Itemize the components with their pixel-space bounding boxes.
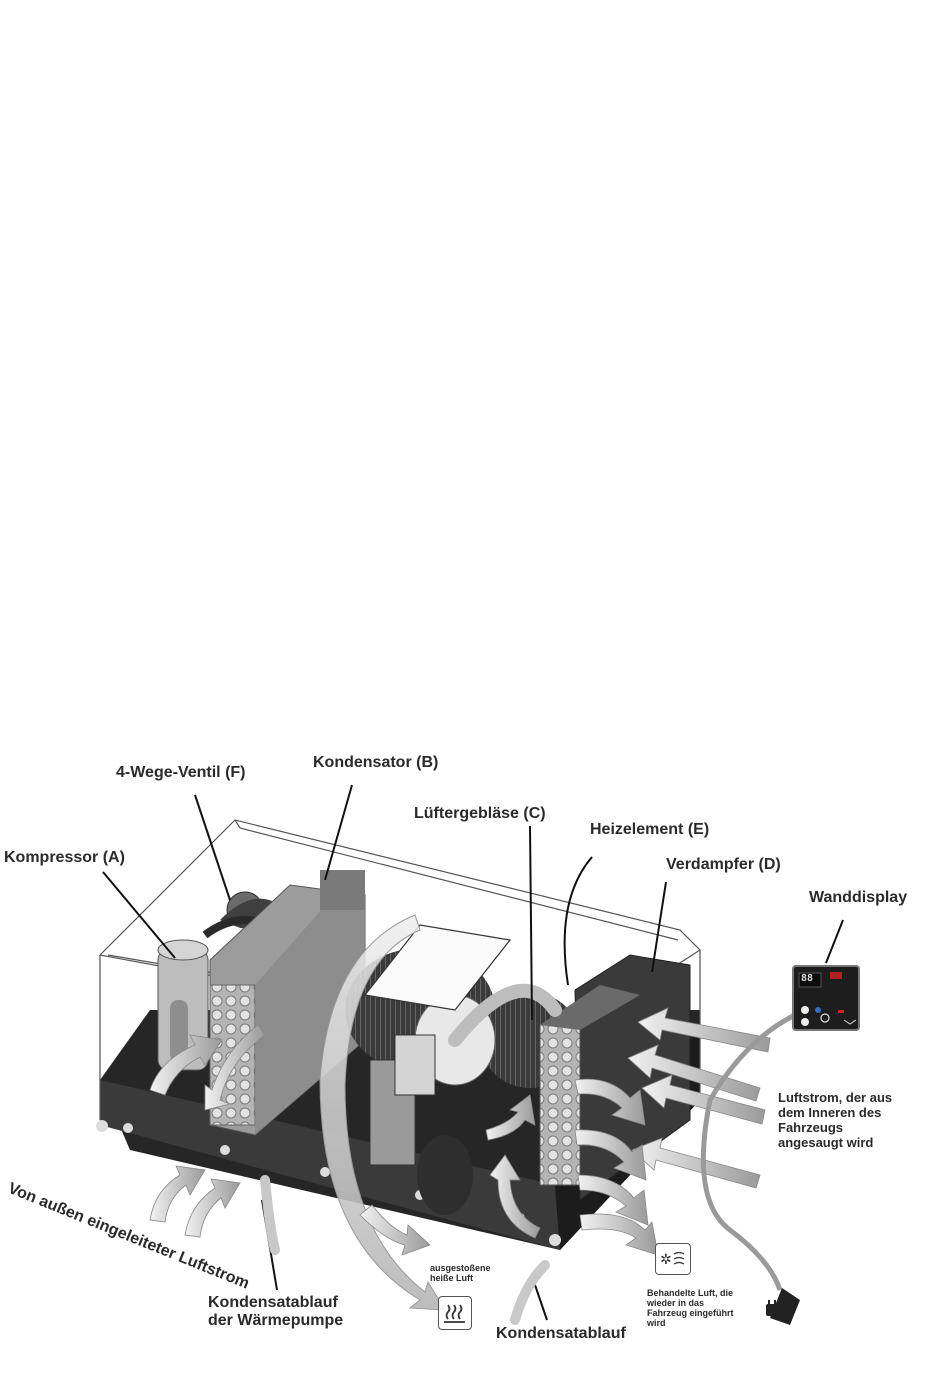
- label-behandelte-luft: Behandelte Luft, die wieder in das Fahrz…: [647, 1288, 734, 1328]
- label-behandelte-luft-line2: wieder in das: [647, 1298, 705, 1308]
- airflow-loop-arrow: [319, 914, 562, 1311]
- label-heizelement: Heizelement (E): [590, 821, 710, 838]
- label-luftstrom-innen-line3: Fahrzeugs: [778, 1120, 844, 1135]
- fan-snowflake-icon: ✲: [655, 1243, 691, 1275]
- label-kondensatablauf-wp-line2: der Wärmepumpe: [208, 1312, 344, 1329]
- label-heisse-luft-line2: heiße Luft: [430, 1273, 473, 1283]
- label-4-wege-ventil: 4-Wege-Ventil (F): [116, 764, 246, 781]
- label-kondensatablauf: Kondensatablauf: [496, 1325, 626, 1342]
- label-luftstrom-innen-line1: Luftstrom, der aus: [778, 1090, 893, 1105]
- label-wanddisplay: Wanddisplay: [809, 889, 908, 906]
- label-kondensator: Kondensator (B): [313, 754, 439, 771]
- label-heisse-luft: ausgestoßene heiße Luft: [430, 1263, 491, 1283]
- label-kondensatablauf-waermepumpe: Kondensatablauf der Wärmepumpe: [208, 1294, 343, 1330]
- label-verdampfer: Verdampfer (D): [666, 856, 781, 873]
- label-luftstrom-innen-line4: angesaugt wird: [778, 1135, 874, 1150]
- hot-air-exhaust-arrow: [359, 1204, 431, 1256]
- drain-hoses: [260, 1175, 550, 1325]
- label-behandelte-luft-line4: wird: [647, 1318, 666, 1328]
- leader-lines: [102, 784, 844, 1321]
- heat-waves-icon: [438, 1296, 472, 1330]
- wall-display: [792, 965, 860, 1031]
- outlet-arrows: [485, 1078, 659, 1256]
- power-plug-icon: [762, 1298, 782, 1318]
- label-lueftergeblaese: Lüftergebläse (C): [414, 805, 546, 822]
- outside-intake-arrows: [149, 1024, 266, 1238]
- label-behandelte-luft-line1: Behandelte Luft, die: [647, 1288, 734, 1298]
- label-kondensatablauf-wp-line1: Kondensatablauf: [208, 1294, 338, 1311]
- label-luftstrom-innen-line2: dem Inneren des: [778, 1105, 882, 1120]
- intake-arrows: [627, 1007, 771, 1189]
- power-cable: [700, 1012, 800, 1325]
- label-behandelte-luft-line3: Fahrzeug eingeführt: [647, 1308, 734, 1318]
- label-heisse-luft-line1: ausgestoßene: [430, 1263, 491, 1273]
- label-luftstrom-innen: Luftstrom, der aus dem Inneren des Fahrz…: [778, 1090, 892, 1150]
- svg-text:✲: ✲: [660, 1252, 672, 1268]
- label-kompressor: Kompressor (A): [4, 849, 125, 866]
- control-box: [369, 1034, 473, 1215]
- wall-display-digits: 88: [801, 973, 814, 984]
